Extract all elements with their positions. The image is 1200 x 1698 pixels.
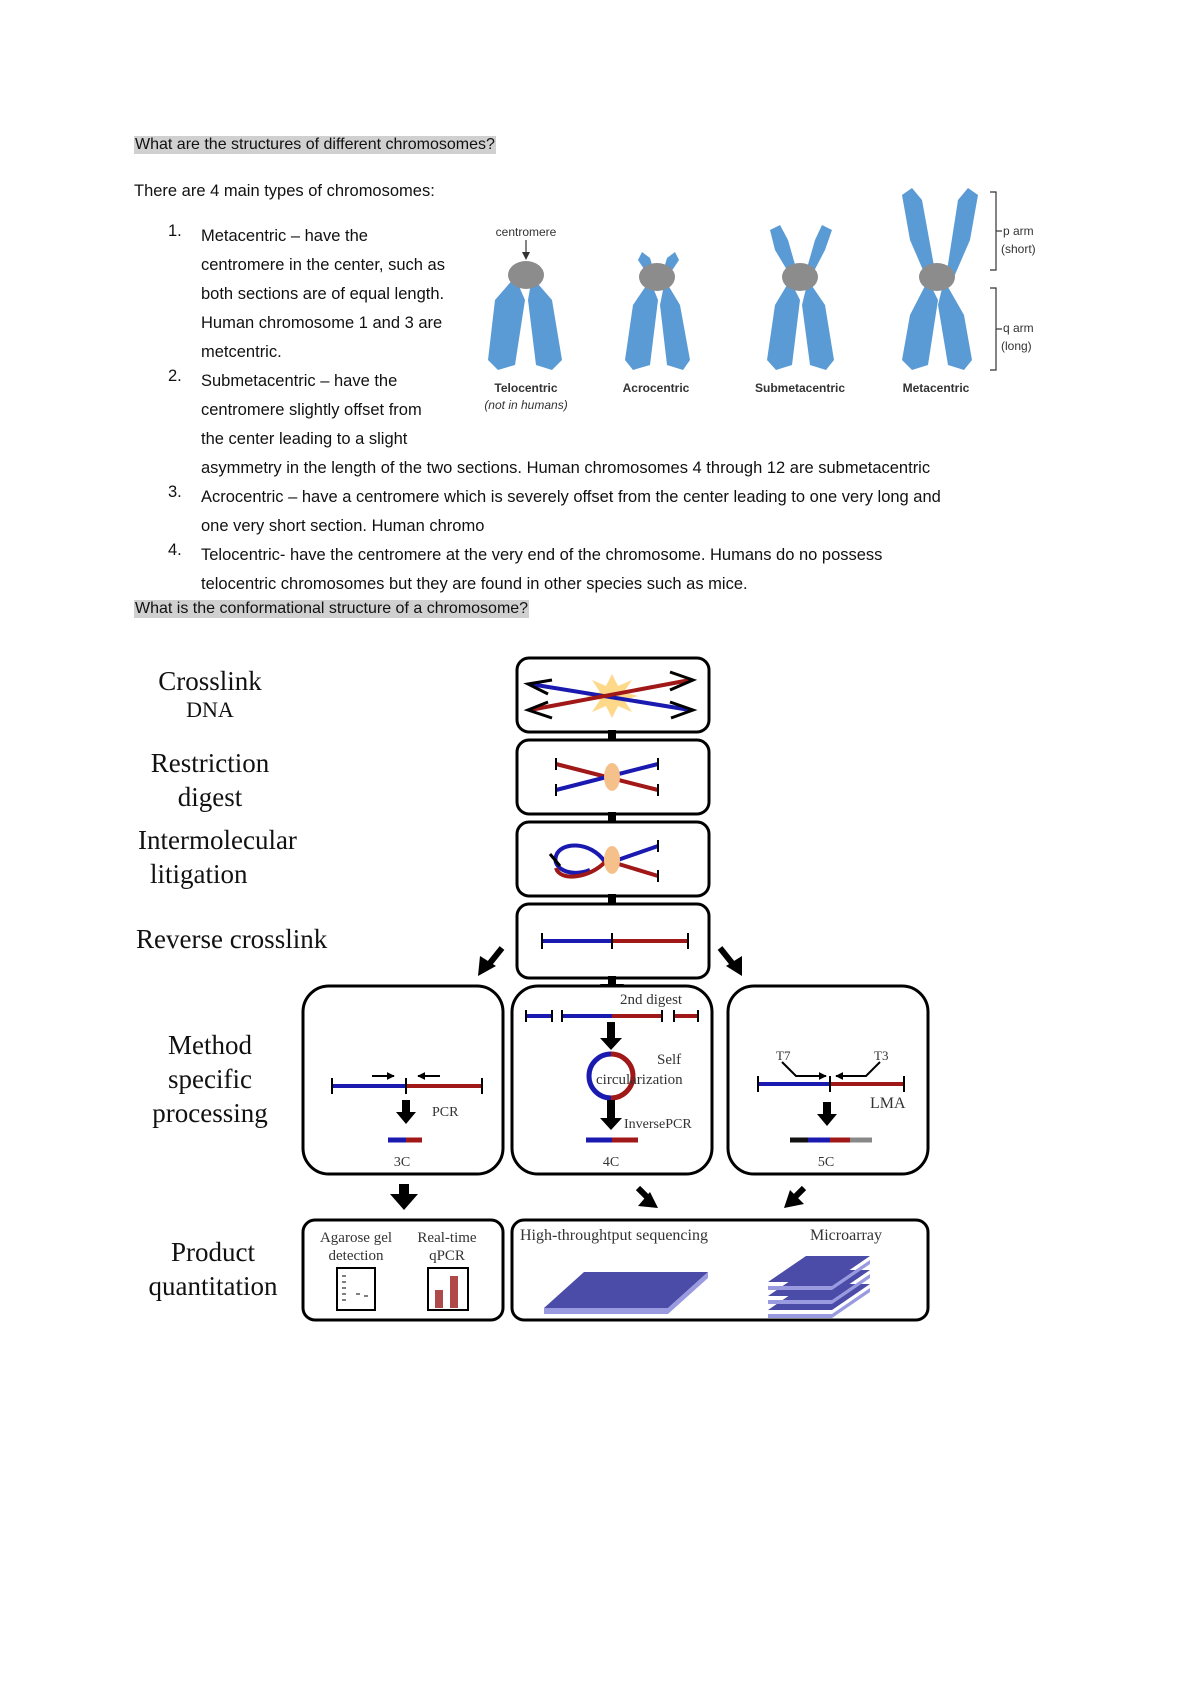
p-arm-sublabel: (short) — [1001, 242, 1036, 256]
hts-label: High-throughtput sequencing — [520, 1227, 708, 1244]
step-label-method-processing: Method specific processing — [135, 1028, 285, 1130]
lma-label: LMA — [870, 1095, 906, 1112]
microarray-stack — [768, 1256, 870, 1318]
step-label-intermolecular-ligation: Intermolecular litigation — [138, 823, 338, 891]
second-digest-label: 2nd digest — [620, 992, 683, 1008]
list-line: Submetacentric – have the — [201, 372, 398, 390]
type-label-telocentric: Telocentric — [494, 381, 557, 395]
list-line: Acrocentric – have a centromere which is… — [201, 488, 941, 506]
t3-label: T3 — [874, 1048, 888, 1063]
type-label-acrocentric: Acrocentric — [623, 381, 690, 395]
step-label-line: quantitation — [148, 1271, 278, 1301]
centromere-label: centromere — [496, 225, 557, 239]
pcr-label: PCR — [432, 1105, 459, 1120]
list-number: 4. — [168, 541, 182, 559]
list-line: centromere in the center, such as — [201, 256, 445, 274]
step-label-line: DNA — [186, 697, 234, 722]
list-number: 2. — [168, 367, 182, 385]
list-item-acrocentric: Acrocentric – have a centromere which is… — [201, 483, 941, 541]
step-label-line: Crosslink — [158, 666, 262, 696]
step-label-line: processing — [152, 1098, 268, 1128]
quantitation-gel-qpcr-panel — [301, 1218, 505, 1322]
step-label-line: Reverse crosslink — [136, 924, 328, 954]
list-line: Metacentric – have the — [201, 227, 368, 245]
method-5c-panel — [726, 984, 930, 1176]
list-line: metcentric. — [201, 343, 282, 361]
step-label-reverse-crosslink: Reverse crosslink — [136, 922, 376, 956]
quantitation-sequencing-microarray-panel — [510, 1218, 930, 1322]
step-label-product-quantitation: Product quantitation — [132, 1235, 294, 1303]
p-arm-label: p arm — [1003, 224, 1034, 238]
chromosome-types-figure: centromere p arm (short) q arm (long) Te… — [484, 188, 1036, 412]
list-number: 3. — [168, 483, 182, 501]
type-label-submetacentric: Submetacentric — [755, 381, 845, 395]
list-line: telocentric chromosomes but they are fou… — [201, 575, 748, 593]
t7-label: T7 — [776, 1048, 791, 1063]
realtime-label: Real-time — [417, 1230, 476, 1246]
ligation-panel — [515, 820, 711, 898]
quantitation-arrows — [390, 1184, 807, 1210]
step-label-line: Product — [171, 1237, 255, 1267]
list-number: 1. — [168, 222, 182, 240]
step-label-line: Restriction — [150, 748, 270, 778]
reverse-crosslink-panel — [515, 902, 711, 980]
section-heading-chromosome-structures: What are the structures of different chr… — [134, 136, 496, 154]
restriction-digest-panel — [515, 738, 711, 816]
q-arm-label: q arm — [1003, 321, 1034, 335]
list-item-metacentric: Metacentric – have the centromere in the… — [201, 222, 445, 367]
list-line: Human chromosome 1 and 3 are — [201, 314, 443, 332]
metacentric-chromosome — [902, 188, 978, 370]
step-label-line: specific — [168, 1064, 252, 1094]
microarray-label: Microarray — [810, 1227, 882, 1244]
telocentric-note: (not in humans) — [484, 398, 567, 412]
crosslink-panel — [515, 656, 711, 734]
list-item-telocentric: Telocentric- have the centromere at the … — [201, 541, 882, 599]
step-label-line: litigation — [150, 859, 248, 889]
list-item-submetacentric: Submetacentric – have the centromere sli… — [201, 367, 930, 483]
intro-text: There are 4 main types of chromosomes: — [134, 182, 435, 200]
list-line: asymmetry in the length of the two secti… — [201, 459, 931, 477]
step-label-restriction-digest: Restriction digest — [130, 746, 290, 814]
arm-brackets — [990, 191, 1002, 371]
list-line: Telocentric- have the centromere at the … — [201, 546, 883, 564]
chromosome-conformation-capture-diagram: PCR 3C 2nd digest Self circularization I… — [301, 656, 930, 1322]
q-arm-sublabel: (long) — [1001, 339, 1032, 353]
method-3c-label: 3C — [394, 1155, 410, 1170]
detection-label: detection — [329, 1248, 384, 1264]
submetacentric-chromosome — [767, 225, 834, 370]
list-line: the center leading to a slight — [201, 430, 408, 448]
step-label-line: Intermolecular — [138, 825, 297, 855]
method-4c-label: 4C — [603, 1155, 619, 1170]
acrocentric-chromosome — [625, 252, 690, 370]
self-label: Self — [657, 1052, 681, 1068]
qpcr-label: qPCR — [429, 1248, 465, 1264]
method-3c-panel — [301, 984, 505, 1176]
step-label-line: digest — [177, 782, 243, 812]
step-label-crosslink: Crosslink DNA — [140, 664, 280, 722]
list-line: both sections are of equal length. — [201, 285, 445, 303]
method-4c-panel — [510, 984, 714, 1176]
list-line: one very short section. Human chromo — [201, 517, 485, 535]
telocentric-chromosome — [488, 240, 562, 370]
type-label-metacentric: Metacentric — [903, 381, 970, 395]
step-label-line: Method — [168, 1030, 252, 1060]
circularization-label: circularization — [596, 1072, 683, 1088]
method-5c-label: 5C — [818, 1155, 834, 1170]
section-heading-conformational-structure: What is the conformational structure of … — [134, 600, 530, 618]
agarose-label: Agarose gel — [320, 1230, 392, 1246]
inverse-pcr-label: InversePCR — [624, 1117, 692, 1132]
list-line: centromere slightly offset from — [201, 401, 422, 419]
